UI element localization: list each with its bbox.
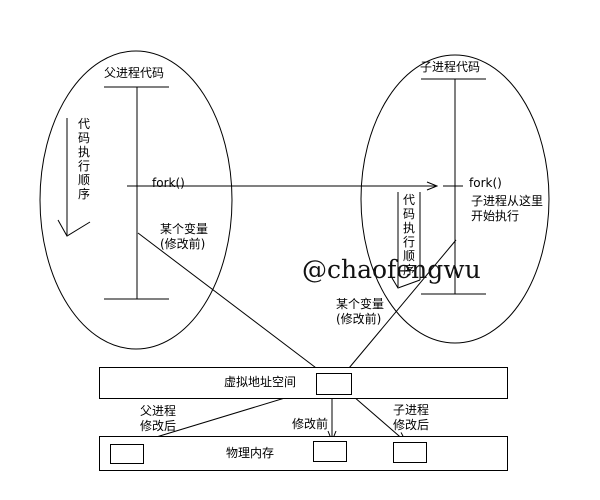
parent-code-title: 父进程代码 xyxy=(104,66,165,80)
parent-fork-label: fork() xyxy=(152,176,185,190)
physical-cell-child-modified xyxy=(393,442,427,463)
child-order-arrow-head xyxy=(391,277,421,289)
physical-cell-original xyxy=(313,441,347,462)
child-start-label-1: 子进程从这里 xyxy=(471,194,544,208)
virtual-variable-cell xyxy=(316,373,352,395)
child-variable-label-1: 某个变量 xyxy=(336,297,385,311)
parent-after-label-2: 修改后 xyxy=(140,419,177,433)
parent-variable-arrow xyxy=(137,232,332,380)
parent-variable-label-1: 某个变量 xyxy=(160,222,209,236)
parent-order-label: 代码执行顺序 xyxy=(77,117,90,201)
child-start-label-2: 开始执行 xyxy=(471,209,520,223)
parent-variable-label-2: (修改前) xyxy=(160,237,206,251)
child-after-label-1: 子进程 xyxy=(393,403,430,417)
before-label: 修改前 xyxy=(292,417,329,431)
child-after-label-2: 修改后 xyxy=(393,418,430,432)
child-fork-label: fork() xyxy=(469,176,502,190)
child-code-title: 子进程代码 xyxy=(420,60,481,74)
parent-order-arrow-head xyxy=(57,219,91,237)
parent-process-ellipse xyxy=(39,50,233,350)
physical-cell-parent-modified xyxy=(110,444,144,464)
virtual-address-space-label: 虚拟地址空间 xyxy=(224,375,297,389)
physical-memory-box xyxy=(99,436,508,471)
child-variable-label-2: (修改前) xyxy=(336,312,382,326)
watermark: @chaofengwu xyxy=(302,255,481,284)
child-variable-arrow xyxy=(339,239,457,380)
child-process-ellipse xyxy=(360,54,550,344)
child-order-label: 代码执行顺序 xyxy=(402,193,415,277)
physical-memory-label: 物理内存 xyxy=(226,446,275,460)
parent-after-label-1: 父进程 xyxy=(140,404,177,418)
virtual-address-space-box xyxy=(99,367,508,399)
